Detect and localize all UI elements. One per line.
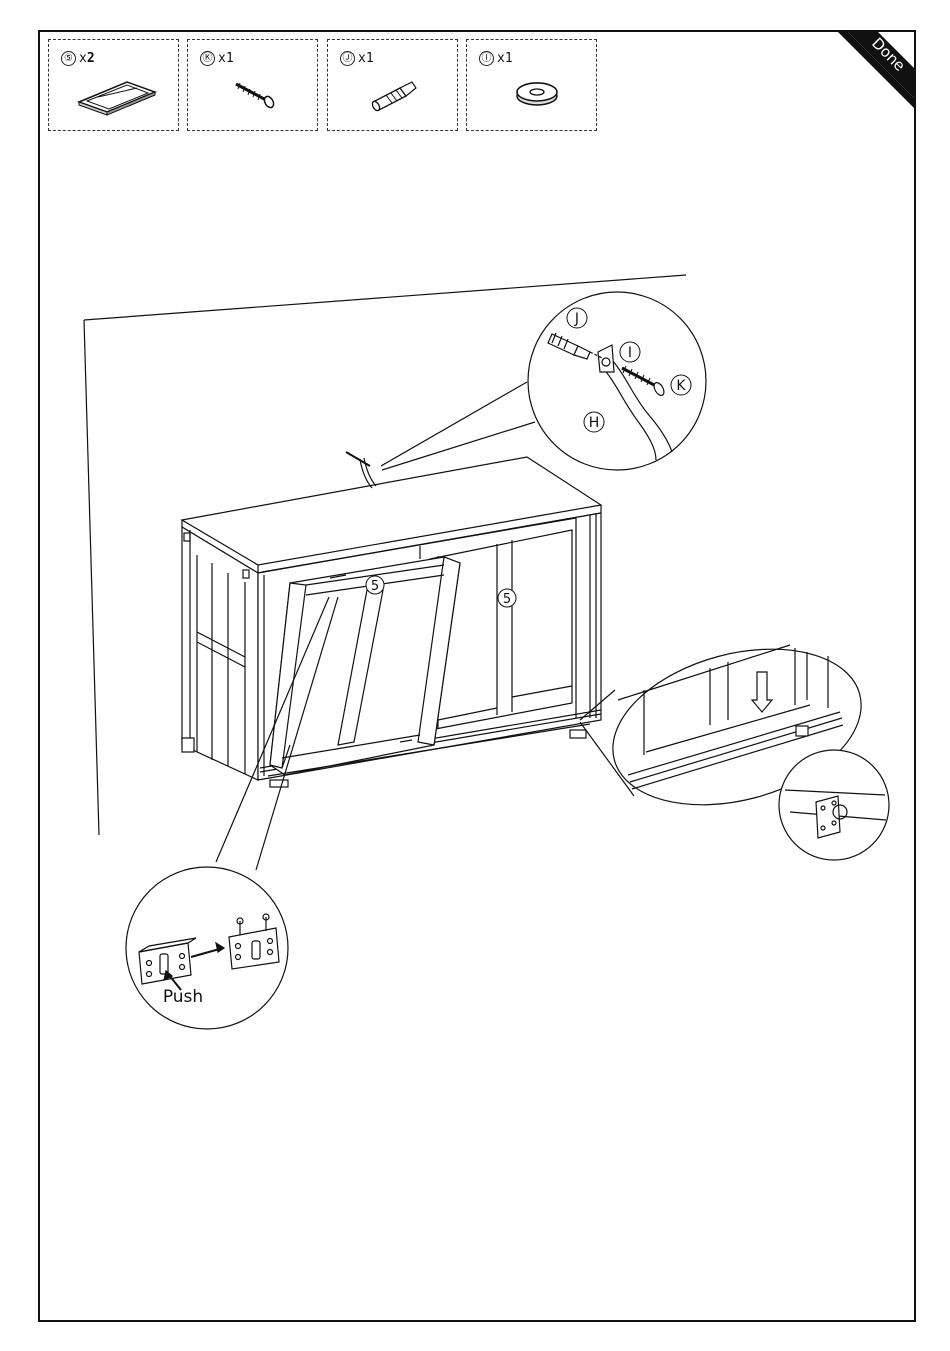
door-left-label: 5 bbox=[371, 579, 379, 594]
door-right-label: 5 bbox=[503, 592, 511, 607]
screw-label: K bbox=[676, 378, 686, 394]
anchor-plug-label: J bbox=[574, 311, 579, 327]
strap-label: H bbox=[589, 415, 600, 431]
push-label: Push bbox=[163, 987, 203, 1007]
wall-left-edge bbox=[84, 320, 99, 835]
washer-label: I bbox=[628, 345, 632, 361]
